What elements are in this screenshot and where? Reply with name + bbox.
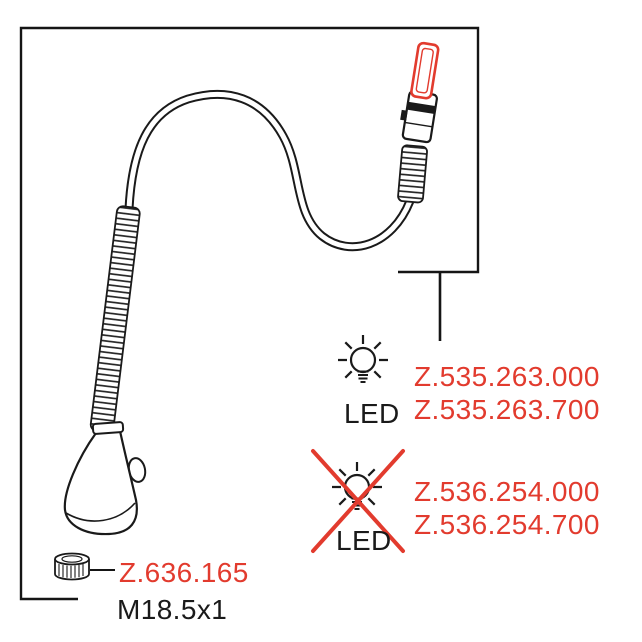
led-bulb-crossed-icon bbox=[311, 449, 405, 553]
aerator-part bbox=[54, 552, 90, 581]
spray-head-coil bbox=[397, 144, 428, 204]
part-number-led-discontinued-2: Z.536.254.700 bbox=[414, 509, 600, 540]
spray-handle bbox=[63, 421, 147, 536]
frame-border bbox=[19, 26, 480, 601]
handle-collar bbox=[91, 421, 125, 435]
led-bulb-icon bbox=[336, 333, 390, 384]
spray-head bbox=[397, 41, 440, 204]
part-number-aerator: Z.636.165 bbox=[119, 557, 249, 588]
part-number-led-available-2: Z.535.263.700 bbox=[414, 394, 600, 425]
hose-coil bbox=[89, 205, 141, 433]
spray-head-insert-highlighted bbox=[410, 41, 440, 100]
aerator-thread-label: M18.5x1 bbox=[117, 594, 228, 625]
part-number-led-discontinued-1: Z.536.254.000 bbox=[414, 476, 600, 507]
red-cross-icon bbox=[311, 449, 405, 553]
led-label-discontinued: LED bbox=[336, 525, 392, 556]
part-number-led-available-1: Z.535.263.000 bbox=[414, 361, 600, 392]
hose-tube bbox=[124, 89, 415, 252]
led-label-available: LED bbox=[344, 398, 400, 429]
